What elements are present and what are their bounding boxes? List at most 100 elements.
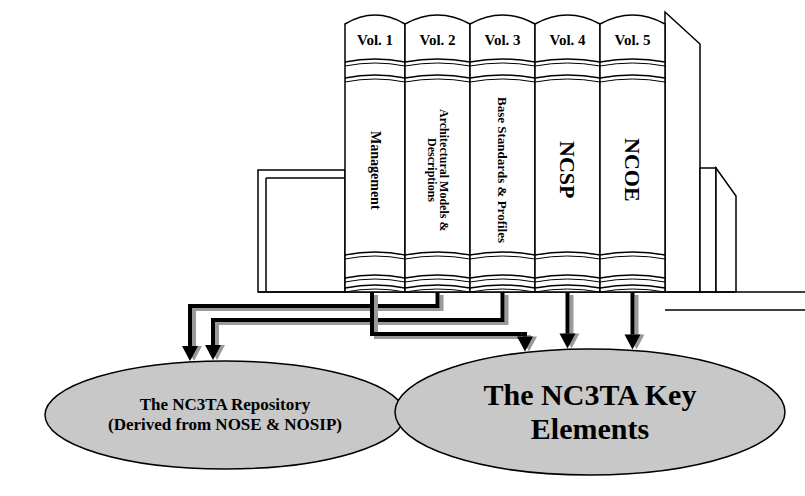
- spine-band: [470, 75, 535, 78]
- flow-arrow: [205, 292, 507, 360]
- spine-band: [345, 252, 405, 255]
- spine-band: [470, 63, 535, 66]
- spine-band: [470, 289, 535, 292]
- volume-number: Vol. 2: [405, 32, 470, 49]
- spine-band: [535, 289, 600, 292]
- ellipse-label: The NC3TA Repository: [140, 395, 311, 415]
- book-spine: [345, 15, 405, 292]
- book-cover: [665, 12, 700, 292]
- spine-band: [535, 63, 600, 66]
- spine-title-area: Base Standards & Profiles: [472, 90, 533, 250]
- ellipse-text-group: The NC3TA Key Elements: [475, 378, 705, 447]
- spine-band: [600, 289, 665, 292]
- spine-title-area: Management: [347, 90, 403, 250]
- arrowhead: [560, 333, 576, 348]
- flow-arrow: [372, 292, 537, 352]
- spine-band: [405, 289, 470, 292]
- bookend-edge: [265, 178, 267, 292]
- spine-band: [600, 275, 665, 278]
- shelf-line: [665, 309, 805, 311]
- spine-band: [600, 79, 665, 82]
- spine-band: [470, 285, 535, 288]
- volume-title: Architectural Models & Descriptions: [425, 90, 450, 250]
- spine-band: [535, 275, 600, 278]
- spine-band: [600, 75, 665, 78]
- flow-arrow: [625, 292, 645, 350]
- spine-band: [535, 285, 600, 288]
- spine-band: [345, 285, 405, 288]
- ellipse-label: (Derived from NOSE & NOSIP): [108, 415, 342, 435]
- spine-band: [345, 75, 405, 78]
- spine-band: [470, 279, 535, 282]
- spine-band: [405, 63, 470, 66]
- volume-number: Vol. 5: [600, 32, 665, 49]
- spine-band: [535, 79, 600, 82]
- arrow-shadow: [635, 295, 639, 341]
- book-volume: Vol. 4 NCSP: [535, 10, 600, 292]
- spine-band: [405, 59, 470, 62]
- flow-arrow: [560, 292, 580, 348]
- spine-band: [405, 279, 470, 282]
- spine-band: [345, 275, 405, 278]
- spine-title-area: Architectural Models & Descriptions: [407, 90, 468, 250]
- ellipse-shape: [45, 361, 405, 469]
- book-spine: [535, 15, 600, 292]
- arrowhead: [182, 346, 198, 361]
- ellipse-node: The NC3TA Key Elements: [394, 348, 786, 476]
- spine-band: [405, 275, 470, 278]
- book-volume: Vol. 5 NCOE: [600, 10, 665, 292]
- arrow-line: [372, 292, 525, 340]
- spine-band: [345, 63, 405, 66]
- spine-band: [600, 279, 665, 282]
- volume-title: Base Standards & Profiles: [496, 97, 510, 243]
- spine-band: [470, 256, 535, 259]
- spine-band: [405, 256, 470, 259]
- spine-band: [600, 63, 665, 66]
- spine-title-area: NCSP: [537, 90, 598, 250]
- spine-band: [470, 59, 535, 62]
- spine-band: [470, 275, 535, 278]
- spine-band: [345, 289, 405, 292]
- spine-band: [600, 285, 665, 288]
- spine-band: [345, 59, 405, 62]
- ellipse-text-group: The NC3TA Repository(Derived from NOSE &…: [108, 395, 342, 434]
- book-spine: [470, 15, 535, 292]
- right-bookend: [700, 168, 716, 292]
- book-spine: [405, 15, 470, 292]
- spine-band: [600, 256, 665, 259]
- spine-band: [600, 252, 665, 255]
- book-volume: Vol. 2 Architectural Models & Description…: [405, 10, 470, 292]
- spine-band: [405, 285, 470, 288]
- volume-title: Management: [368, 131, 383, 210]
- spine-band: [600, 59, 665, 62]
- spine-band: [535, 252, 600, 255]
- ellipse-shape: [395, 349, 785, 475]
- volume-number: Vol. 3: [470, 32, 535, 49]
- arrow-line: [213, 292, 503, 348]
- volume-number: Vol. 1: [345, 32, 405, 49]
- arrowhead: [625, 335, 641, 350]
- ellipse-node: The NC3TA Repository(Derived from NOSE &…: [44, 360, 406, 470]
- spine-band: [535, 75, 600, 78]
- ellipse-label: The NC3TA Key Elements: [475, 378, 705, 447]
- right-bookend-side: [716, 168, 736, 292]
- spine-band: [405, 75, 470, 78]
- book-spine: [600, 15, 665, 292]
- flow-arrow: [182, 292, 442, 361]
- bookend-edge: [266, 177, 345, 179]
- bookend: [258, 12, 736, 292]
- volume-title: NCOE: [621, 138, 644, 202]
- book-volume: Vol. 1 Management: [345, 10, 405, 292]
- spine-band: [535, 59, 600, 62]
- spine-band: [345, 79, 405, 82]
- spine-band: [470, 252, 535, 255]
- arrow-line: [566, 292, 570, 336]
- left-bookend: [258, 170, 345, 292]
- spine-band: [535, 256, 600, 259]
- volume-number: Vol. 4: [535, 32, 600, 49]
- spine-band: [405, 252, 470, 255]
- spine-title-area: NCOE: [602, 90, 663, 250]
- book-volume: Vol. 3 Base Standards & Profiles: [470, 10, 535, 292]
- arrow-line: [631, 292, 635, 338]
